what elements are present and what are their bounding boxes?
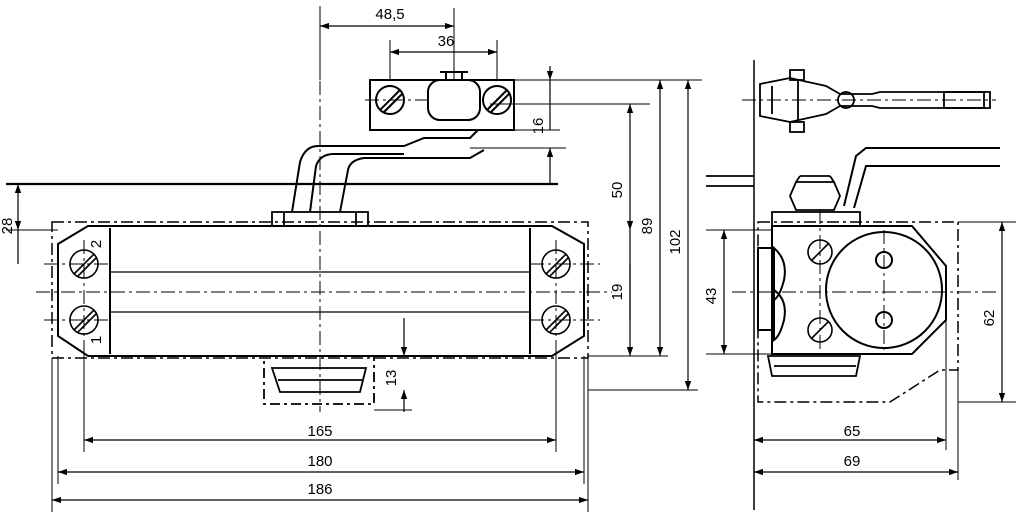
side-dimension-lines [720,222,1006,476]
centre-lines [36,6,612,412]
arm [291,129,485,213]
overall-outline [51,221,589,359]
dim-side-depth: 65 [844,423,861,440]
dim-arm-to-body-top: 28 [0,218,16,235]
front-view-labels: 48,5 36 16 50 89 102 28 19 13 165 180 18… [0,6,684,498]
side-outline [757,221,959,403]
pinion-bottom [263,355,375,405]
dim-pivot-to-body-bottom: 89 [639,218,656,235]
side-view [706,60,1016,510]
dim-side-hole-spacing: 43 [703,288,720,305]
side-view-labels: 43 62 65 69 [703,288,998,470]
dimension-lines [14,22,692,504]
side-base-plate [771,211,861,227]
dim-side-body-height: 62 [981,310,998,327]
dim-arm-pivot-offset: 48,5 [375,6,404,23]
dim-body-hole-spacing: 19 [609,284,626,301]
dim-bracket-height: 16 [530,118,547,135]
side-arm-bracket [759,69,991,133]
mounting-bracket [369,71,515,131]
closer-body [57,225,585,357]
hole-marker-1: 1 [88,336,105,344]
dim-bracket-hole-spacing: 36 [438,33,455,50]
pinion-base [271,211,369,227]
hole-marker-2: 2 [88,240,105,248]
side-pinion-bottom [766,355,862,377]
dim-hole-spacing-length: 165 [307,423,332,440]
body-screws [69,249,571,335]
dim-overall-length: 186 [307,481,332,498]
dim-pivot-to-body-top: 50 [609,182,626,199]
side-body [757,225,947,355]
dim-pinion-projection: 13 [383,370,400,387]
dim-body-length: 180 [307,453,332,470]
pinion-nut [789,175,841,211]
side-extension-lines [706,221,1016,480]
extension-lines [51,6,702,512]
side-screws [807,239,833,343]
dim-overall-height: 102 [667,229,684,254]
dim-side-overall-depth: 69 [844,453,861,470]
side-arm [843,147,1000,209]
front-view [6,6,702,512]
